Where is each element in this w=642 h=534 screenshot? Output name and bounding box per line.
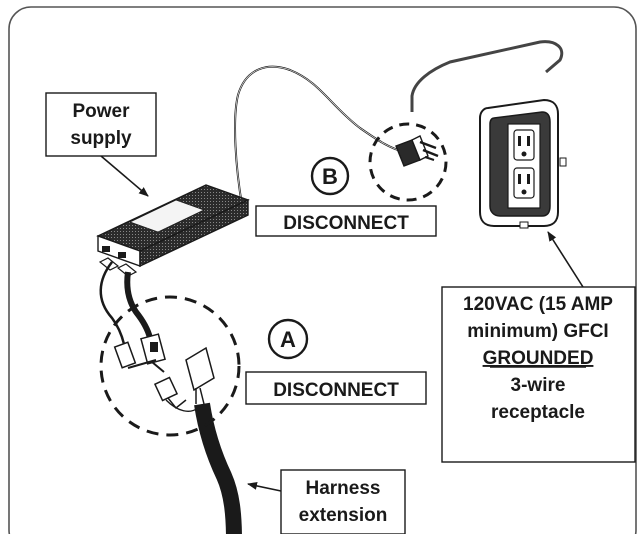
harness-label-line2: extension [299, 505, 388, 526]
disconnect-b-label: DISCONNECT [283, 213, 409, 234]
disconnect-a-label: DISCONNECT [273, 380, 399, 401]
harness-cable [194, 402, 242, 534]
marker-b-label: B [322, 164, 338, 189]
harness-label-line1: Harness [306, 478, 381, 499]
connector-a [113, 333, 215, 412]
marker-b: B [310, 156, 350, 196]
receptacle-label-line3: GROUNDED [483, 348, 594, 369]
plug-icon [395, 135, 439, 167]
marker-a-label: A [280, 327, 296, 352]
marker-a: A [267, 318, 309, 360]
receptacle-label-line5: receptacle [491, 402, 585, 423]
receptacle-label-line2: minimum) GFCI [467, 321, 608, 342]
disconnect-circle-a [99, 295, 241, 437]
harness-callout [280, 469, 406, 534]
diagram-frame [8, 6, 637, 534]
power-supply-callout [45, 92, 157, 157]
receptacle-label-line4: 3-wire [511, 375, 566, 396]
receptacle-callout [441, 286, 636, 463]
power-supply-device [96, 184, 250, 277]
power-supply-label-line2: supply [70, 128, 132, 149]
gfci-receptacle [410, 40, 567, 229]
disconnect-circle-b [368, 122, 448, 202]
power-supply-label-line1: Power [72, 101, 130, 122]
receptacle-label-line1: 120VAC (15 AMP [463, 294, 613, 315]
